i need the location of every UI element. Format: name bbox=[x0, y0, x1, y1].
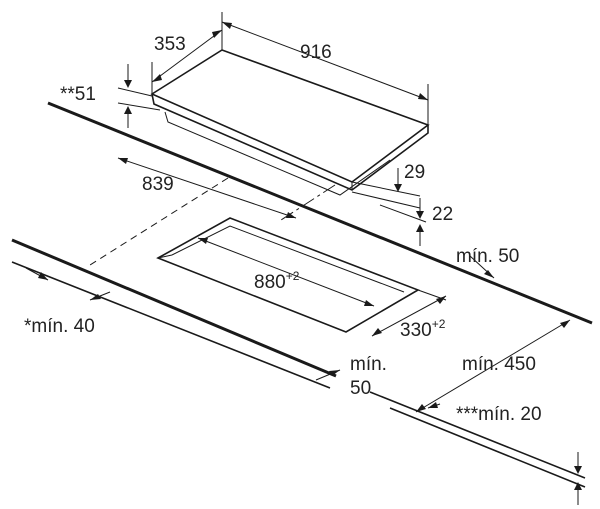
dim-839-line bbox=[117, 157, 297, 219]
arrowhead bbox=[212, 30, 222, 38]
dashed-guide bbox=[89, 177, 229, 266]
arrowhead bbox=[574, 482, 582, 490]
dim-22-ext bbox=[379, 204, 427, 223]
worktop-right-bottom-edge bbox=[389, 407, 586, 488]
label-839: 839 bbox=[142, 174, 174, 195]
arrowhead bbox=[416, 211, 424, 219]
cutout-inner-wall bbox=[171, 225, 405, 293]
arrowhead bbox=[416, 224, 424, 232]
label-min450: mín. 450 bbox=[462, 354, 536, 375]
arrowhead bbox=[418, 93, 428, 100]
worktop-front-edge-right bbox=[369, 391, 586, 479]
dim-min450-line bbox=[415, 319, 571, 413]
worktop-front-edge bbox=[11, 238, 337, 378]
label-880-value: 880 bbox=[254, 272, 286, 293]
label-330-tolerance: +2 bbox=[432, 317, 446, 331]
arrowhead bbox=[372, 328, 382, 336]
arrowhead bbox=[124, 106, 132, 114]
label-353: 353 bbox=[154, 34, 186, 55]
arrowhead bbox=[364, 300, 374, 306]
label-min50-front-2: 50 bbox=[350, 378, 371, 399]
arrowhead bbox=[152, 74, 162, 82]
worktop-front-edge-lower bbox=[11, 261, 331, 389]
dim-330-line bbox=[371, 295, 447, 337]
cutout-inner-wall-front bbox=[157, 254, 173, 259]
label-min50-top: mín. 50 bbox=[456, 246, 519, 267]
label-51: **51 bbox=[60, 84, 96, 105]
dim-29-ext-bottom bbox=[351, 191, 421, 209]
arrowhead bbox=[198, 238, 208, 244]
label-880-tolerance: +2 bbox=[286, 269, 300, 283]
arrowhead bbox=[560, 320, 570, 328]
arrowhead bbox=[436, 296, 446, 304]
dim-880-line bbox=[197, 237, 375, 307]
arrowheads bbox=[38, 22, 582, 490]
label-min20: ***mín. 20 bbox=[456, 404, 542, 425]
arrowhead bbox=[484, 270, 494, 278]
dim-29-ext-top bbox=[351, 181, 421, 197]
label-22: 22 bbox=[432, 204, 453, 225]
worktop-back-edge bbox=[47, 101, 593, 325]
arrowhead bbox=[38, 272, 48, 280]
label-916: 916 bbox=[300, 42, 332, 63]
arrowhead bbox=[124, 80, 132, 88]
dim-916-line bbox=[221, 21, 429, 101]
arrowhead bbox=[394, 184, 402, 192]
arrowhead bbox=[90, 294, 101, 300]
label-29: 29 bbox=[404, 162, 425, 183]
label-min50-front-1: mín. bbox=[350, 354, 387, 375]
arrowhead bbox=[574, 466, 582, 474]
label-min40: *mín. 40 bbox=[24, 316, 95, 337]
worktop bbox=[11, 101, 593, 488]
dimension-lines bbox=[25, 12, 579, 505]
dim-51-ext-top bbox=[117, 87, 153, 97]
dim-353-line bbox=[151, 29, 223, 83]
arrowhead bbox=[222, 22, 232, 29]
arrowhead bbox=[428, 402, 438, 408]
hob-body-under bbox=[164, 111, 391, 196]
dimension-labels: 353 916 **51 839 29 22 mín. 50 880+2 330… bbox=[24, 34, 542, 425]
label-330-value: 330 bbox=[400, 320, 432, 341]
hob-appliance bbox=[150, 49, 430, 196]
label-330: 330+2 bbox=[400, 317, 446, 341]
arrowhead bbox=[286, 212, 296, 218]
hob-glass-thickness bbox=[151, 93, 429, 191]
arrowhead bbox=[416, 404, 426, 412]
label-880: 880+2 bbox=[254, 269, 300, 293]
dim-51-ext-bottom bbox=[117, 102, 161, 111]
arrowhead bbox=[118, 158, 128, 164]
arrowhead bbox=[329, 370, 340, 376]
